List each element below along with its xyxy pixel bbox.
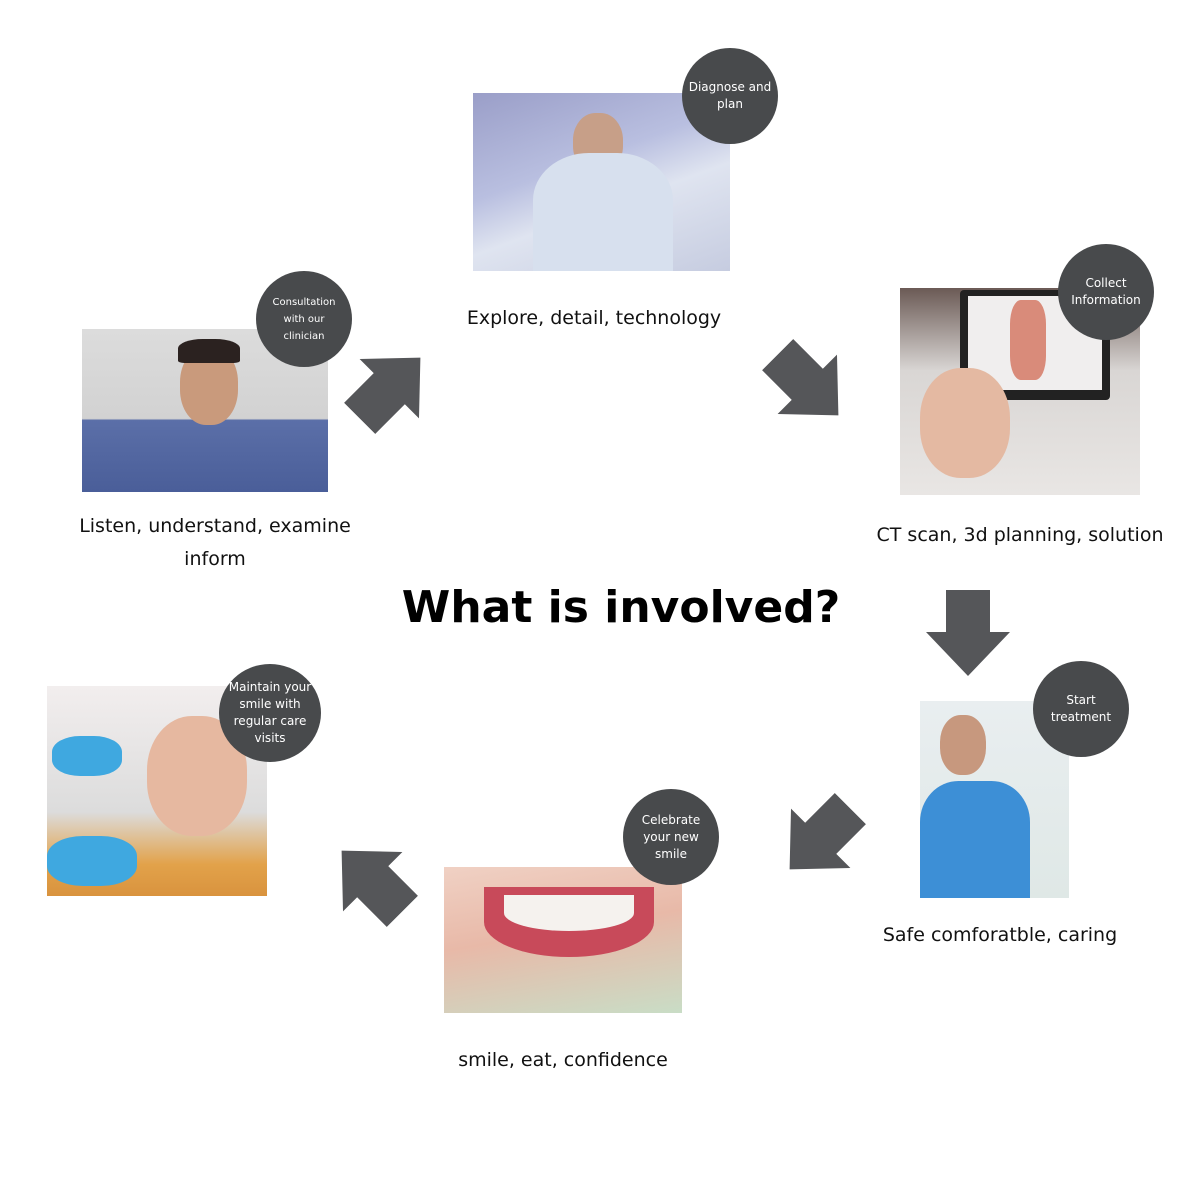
maintain-photo <box>47 686 267 896</box>
step-badge-maintain: Maintain your smile with regular care vi… <box>219 664 321 762</box>
step-caption-diagnose: Explore, detail, technology <box>466 307 722 329</box>
step-badge-start: Start treatment <box>1033 661 1129 757</box>
step-caption-consultation: Listen, understand, examine inform <box>79 510 351 576</box>
step-badge-collect: Collect Information <box>1058 244 1154 340</box>
arrow-icon <box>330 328 450 448</box>
treatment-photo <box>920 701 1069 898</box>
diagram-title: What is involved? <box>401 582 841 633</box>
caption-line: inform <box>184 548 246 570</box>
arrow-icon <box>748 325 868 445</box>
step-badge-celebrate: Celebrate your new smile <box>623 789 719 885</box>
arrow-icon <box>760 779 880 899</box>
step-caption-celebrate: smile, eat, confidence <box>458 1049 668 1071</box>
diagnose-photo <box>473 93 730 271</box>
step-badge-consultation: Consultation with our clinician <box>256 271 352 367</box>
arrow-icon <box>926 590 1010 676</box>
smile-photo <box>444 867 682 1013</box>
step-caption-start: Safe comforatble, caring <box>882 924 1118 946</box>
step-caption-collect: CT scan, 3d planning, solution <box>876 524 1164 546</box>
caption-line: Listen, understand, examine <box>79 515 351 537</box>
arrow-icon <box>312 821 432 941</box>
step-badge-diagnose: Diagnose and plan <box>682 48 778 144</box>
